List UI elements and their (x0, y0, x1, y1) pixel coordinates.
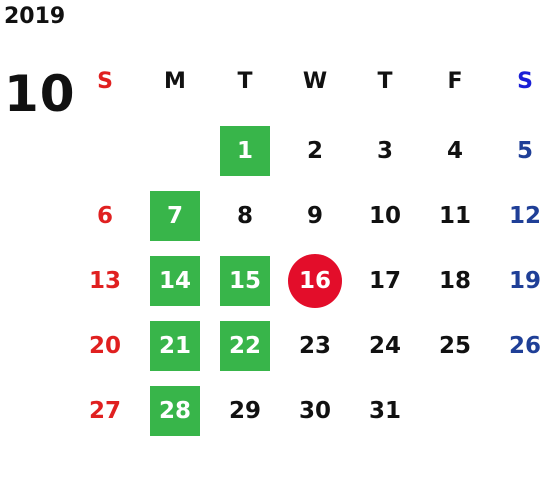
day-cell[interactable]: 18 (420, 255, 490, 307)
day-number: 30 (298, 398, 331, 424)
day-number: 14 (158, 268, 191, 294)
day-cell[interactable]: 9 (280, 190, 350, 242)
day-cell[interactable]: 6 (70, 190, 140, 242)
day-cell[interactable]: 16 (280, 255, 350, 307)
day-cell[interactable]: 4 (420, 125, 490, 177)
day-cell[interactable]: 20 (70, 320, 140, 372)
day-cell[interactable]: 30 (280, 385, 350, 437)
day-cell[interactable]: 12 (490, 190, 548, 242)
day-cell[interactable]: 24 (350, 320, 420, 372)
day-number: 26 (508, 333, 541, 359)
day-cell[interactable]: 2 (280, 125, 350, 177)
day-number: 23 (298, 333, 331, 359)
day-cell[interactable]: 17 (350, 255, 420, 307)
day-cell[interactable]: 19 (490, 255, 548, 307)
day-number: 8 (236, 203, 253, 229)
day-number: 18 (438, 268, 471, 294)
day-number: 25 (438, 333, 471, 359)
day-cell[interactable]: 1 (210, 125, 280, 177)
day-cell[interactable]: 13 (70, 255, 140, 307)
day-cell[interactable]: 5 (490, 125, 548, 177)
day-number: 20 (88, 333, 121, 359)
day-cell[interactable]: 31 (350, 385, 420, 437)
day-cell[interactable]: 15 (210, 255, 280, 307)
day-cell[interactable]: 8 (210, 190, 280, 242)
weekday-saturday: S (517, 69, 533, 94)
day-cell[interactable]: 3 (350, 125, 420, 177)
day-number: 17 (368, 268, 401, 294)
day-cell[interactable]: 10 (350, 190, 420, 242)
day-number: 5 (516, 138, 533, 164)
day-cell[interactable]: 7 (140, 190, 210, 242)
day-cell[interactable]: 28 (140, 385, 210, 437)
day-cell[interactable]: 11 (420, 190, 490, 242)
day-number: 19 (508, 268, 541, 294)
day-number: 16 (298, 268, 331, 294)
day-number: 9 (306, 203, 323, 229)
day-cell[interactable]: 25 (420, 320, 490, 372)
day-number: 13 (88, 268, 121, 294)
weekday-tuesday: T (237, 69, 253, 94)
day-number: 28 (158, 398, 191, 424)
day-cell[interactable]: 27 (70, 385, 140, 437)
day-number: 6 (96, 203, 113, 229)
weekday-monday: M (164, 69, 186, 94)
weekday-friday: F (447, 69, 463, 94)
day-cell[interactable]: 22 (210, 320, 280, 372)
weekday-thursday: T (377, 69, 393, 94)
day-number: 10 (368, 203, 401, 229)
day-number: 7 (166, 203, 183, 229)
day-cell[interactable]: 23 (280, 320, 350, 372)
day-cell[interactable]: 14 (140, 255, 210, 307)
day-cell[interactable]: 26 (490, 320, 548, 372)
year-label: 2019 (4, 4, 66, 29)
day-number: 2 (306, 138, 323, 164)
day-cell[interactable]: 21 (140, 320, 210, 372)
day-number: 21 (158, 333, 191, 359)
day-number: 4 (446, 138, 463, 164)
day-cell[interactable]: 29 (210, 385, 280, 437)
day-number: 27 (88, 398, 121, 424)
day-number: 22 (228, 333, 261, 359)
day-number: 1 (236, 138, 253, 164)
day-number: 29 (228, 398, 261, 424)
day-number: 15 (228, 268, 261, 294)
day-number: 31 (368, 398, 401, 424)
day-number: 3 (376, 138, 393, 164)
day-number: 12 (508, 203, 541, 229)
weekday-wednesday: W (302, 69, 328, 94)
day-number: 24 (368, 333, 401, 359)
month-number: 10 (4, 65, 76, 123)
weekday-sunday: S (97, 69, 113, 94)
day-number: 11 (438, 203, 471, 229)
